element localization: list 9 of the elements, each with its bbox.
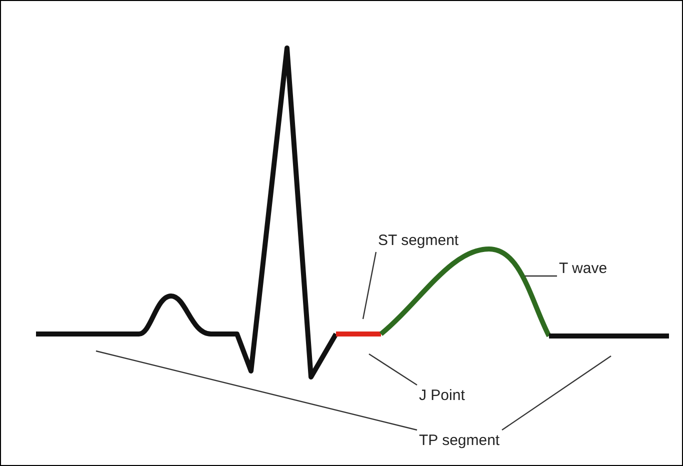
leader-line: [368, 354, 418, 386]
leader-line: [96, 350, 418, 431]
part-label: TP segment: [419, 432, 500, 450]
part-label: J Point: [419, 387, 465, 405]
part-label: T wave: [559, 260, 608, 278]
leader-line: [525, 275, 557, 277]
leader-line: [502, 356, 612, 430]
part-label: ST segment: [378, 232, 459, 250]
leader-line: [362, 252, 377, 320]
